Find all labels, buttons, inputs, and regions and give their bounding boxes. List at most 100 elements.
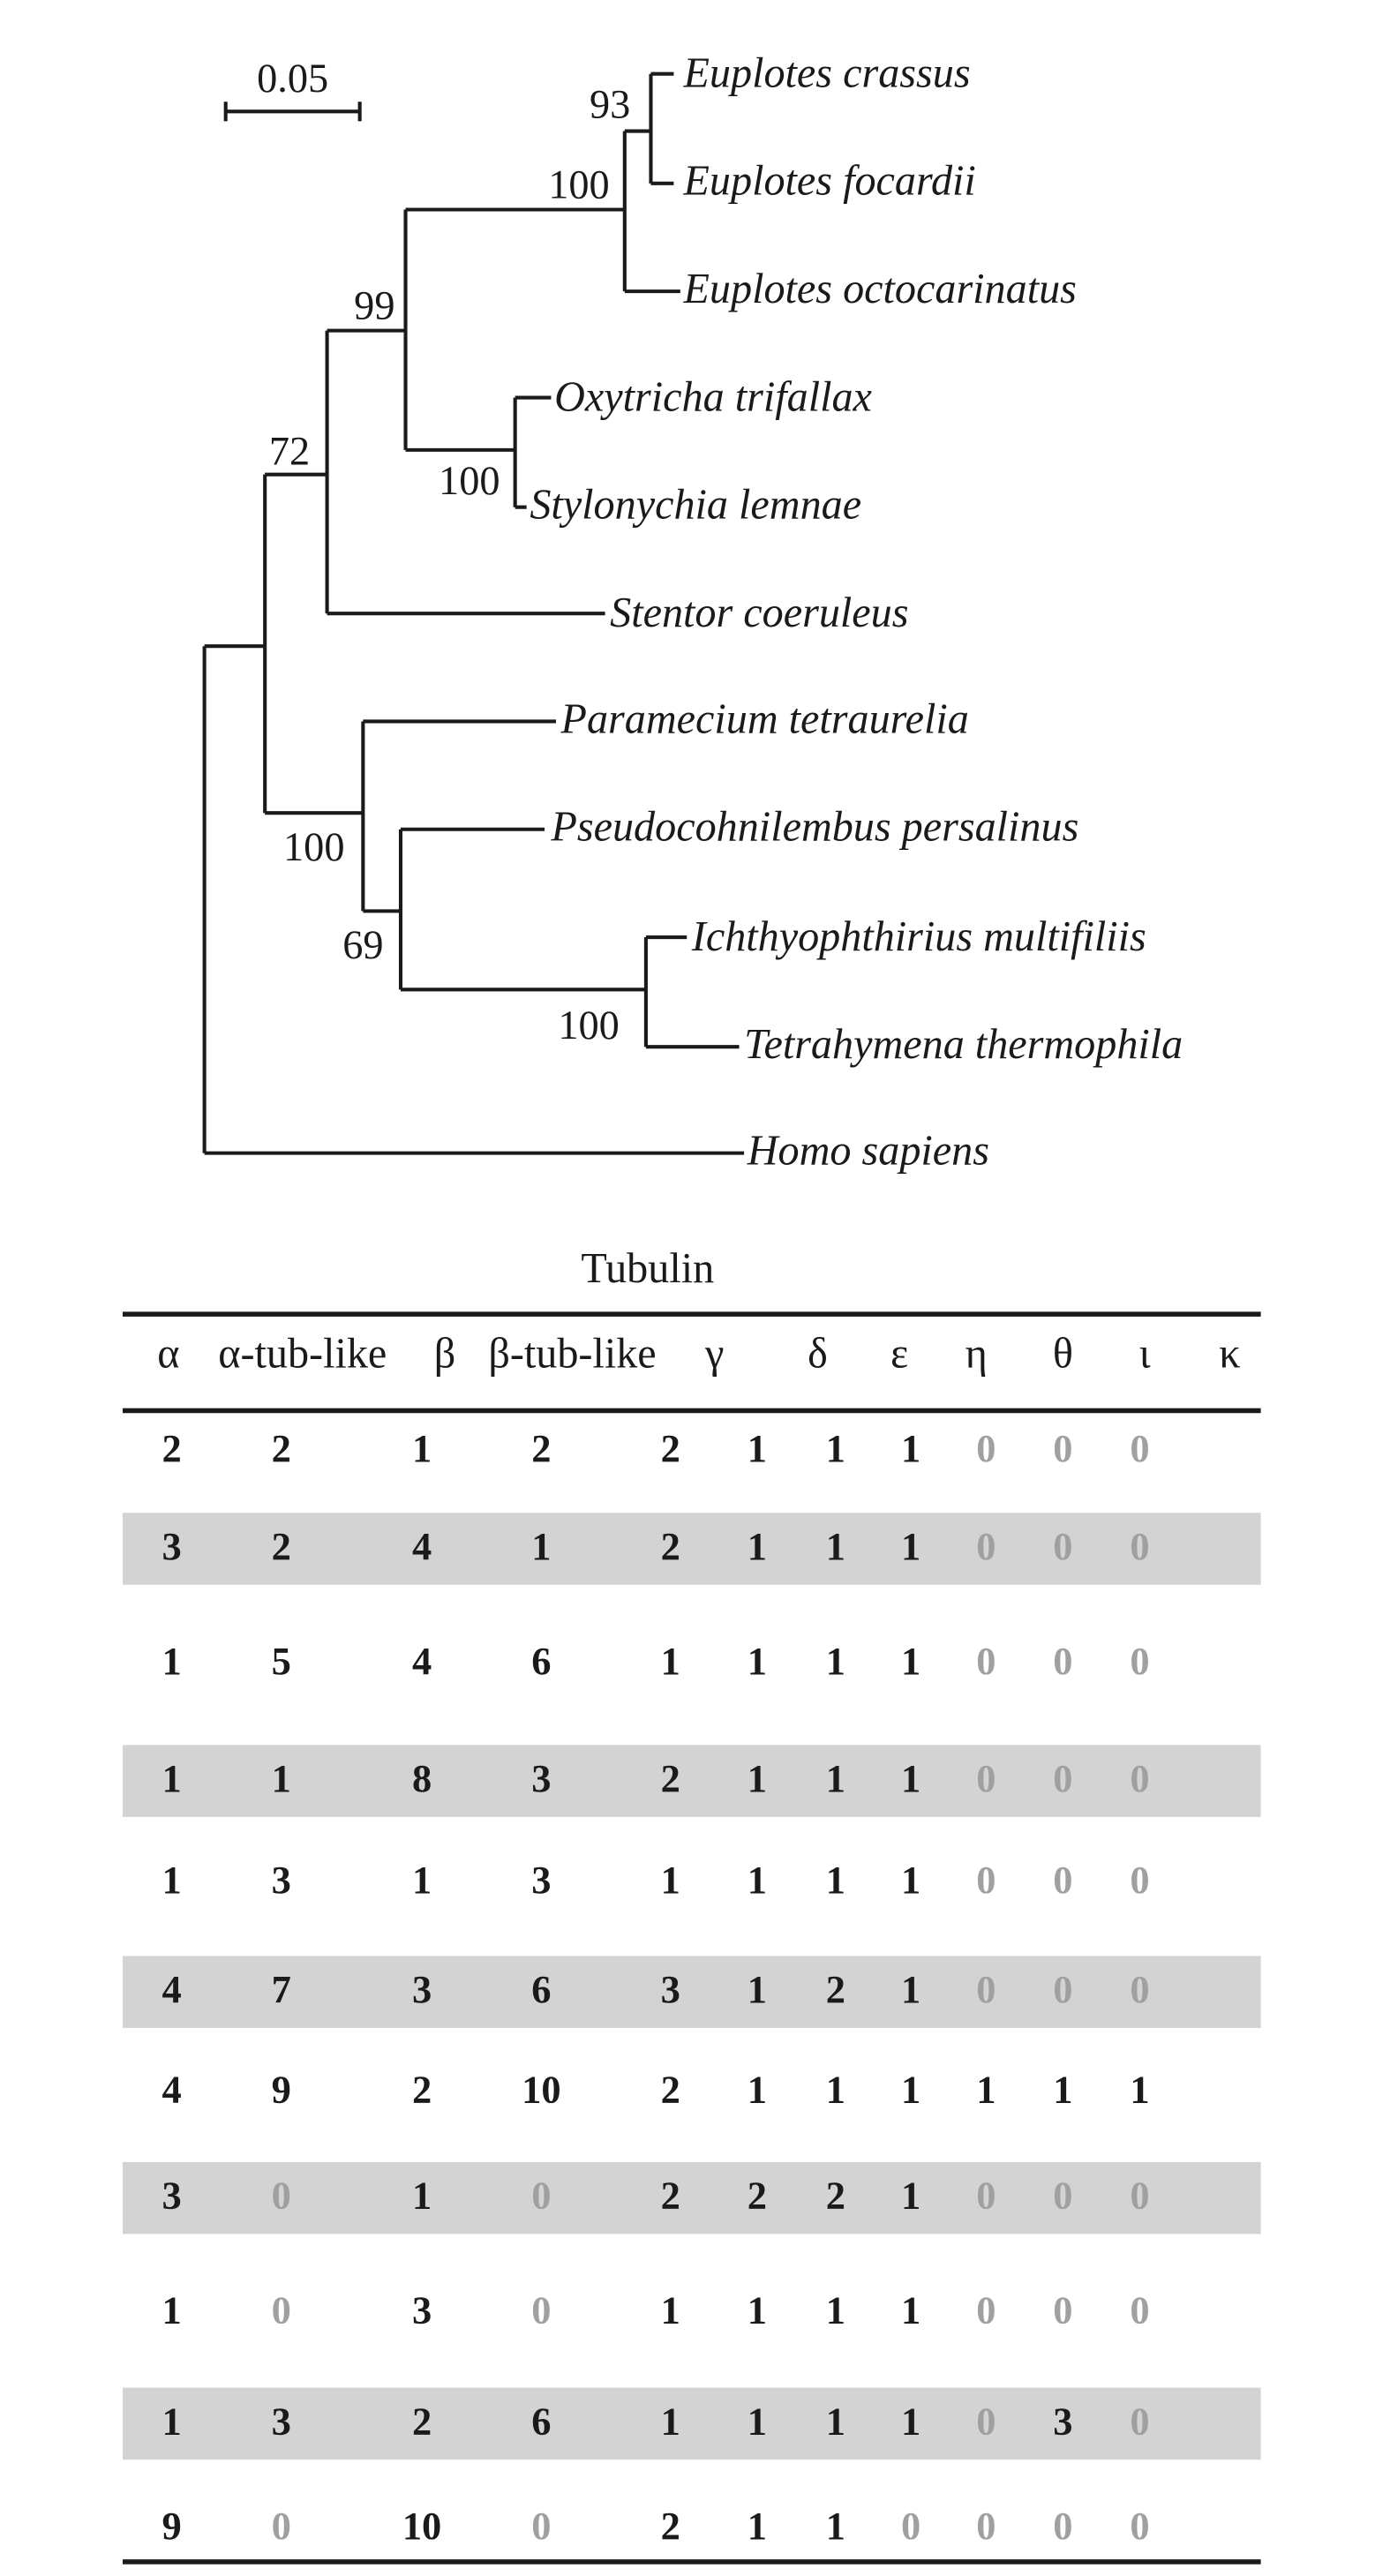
table-cell: 1	[1130, 2067, 1149, 2111]
row-band	[122, 2387, 1261, 2460]
column-header: β-tub-like	[488, 1330, 656, 1377]
table-cell: 3	[272, 1858, 291, 1902]
table-cell: 1	[826, 2399, 845, 2443]
table-cell: 1	[826, 2287, 845, 2332]
taxon-label: Pseudocohnilembus persalinus	[550, 804, 1078, 851]
table-cell: 1	[162, 1756, 181, 1800]
table-cell: 1	[748, 1426, 767, 1470]
table-cell: 1	[748, 1756, 767, 1800]
table-cell: 0	[1053, 1524, 1072, 1568]
column-header: ι	[1139, 1330, 1151, 1377]
table-cell: 4	[162, 1967, 181, 2011]
table-cell: 1	[826, 1426, 845, 1470]
table-cell: 1	[826, 2504, 845, 2548]
table-cell: 1	[826, 1639, 845, 1683]
table-cell: 1	[976, 2067, 996, 2111]
table-cell: 4	[162, 2067, 181, 2111]
table-cell: 0	[1130, 1426, 1149, 1470]
bootstrap-value: 100	[283, 825, 344, 870]
column-header: α	[157, 1330, 179, 1377]
table-cell: 0	[1053, 1426, 1072, 1470]
table-cell: 1	[901, 1524, 920, 1568]
table-cell: 4	[412, 1639, 432, 1683]
column-header: δ	[808, 1330, 828, 1377]
table-cell: 0	[976, 1756, 996, 1800]
table-cell: 0	[1130, 1756, 1149, 1800]
table-cell: 0	[1130, 2399, 1149, 2443]
table-cell: 0	[976, 2399, 996, 2443]
table-cell: 1	[162, 1639, 181, 1683]
table-cell: 0	[976, 1524, 996, 1568]
table-cell: 1	[412, 1426, 432, 1470]
table-cell: 1	[272, 1756, 291, 1800]
table-cell: 2	[748, 2174, 767, 2218]
row-band	[122, 1745, 1261, 1817]
table-cell: 3	[162, 2174, 181, 2218]
column-header: β	[434, 1330, 456, 1377]
table-cell: 0	[1053, 1967, 1072, 2011]
table-cell: 1	[661, 1639, 680, 1683]
table-cell: 0	[976, 1858, 996, 1902]
table-bottom-rule	[122, 2559, 1261, 2565]
table-cell: 0	[272, 2504, 291, 2548]
table-cell: 0	[531, 2504, 551, 2548]
table-cell: 1	[901, 1639, 920, 1683]
table-cell: 1	[162, 2399, 181, 2443]
table-cell: 1	[748, 1639, 767, 1683]
table-cell: 4	[412, 1524, 432, 1568]
table-cell: 10	[522, 2067, 560, 2111]
scale-bar: 0.05	[223, 56, 362, 122]
row-band	[122, 1956, 1261, 2028]
table-cell: 0	[976, 1639, 996, 1683]
table-cell: 1	[826, 2067, 845, 2111]
table-cell: 0	[531, 2287, 551, 2332]
taxon-label: Ichthyophthirius multifiliis	[691, 913, 1146, 960]
table-cell: 1	[901, 2287, 920, 2332]
table-cell: 0	[531, 2174, 551, 2218]
table-cell: 1	[826, 1756, 845, 1800]
taxon-label: Tetrahymena thermophila	[744, 1021, 1183, 1068]
table-cell: 0	[1130, 1967, 1149, 2011]
table-cell: 0	[1130, 1524, 1149, 1568]
bootstrap-value: 93	[590, 83, 630, 128]
table-cell: 1	[162, 1858, 181, 1902]
bootstrap-value: 72	[269, 430, 310, 475]
taxon-label: Paramecium tetraurelia	[560, 695, 969, 742]
table-cell: 3	[1053, 2399, 1072, 2443]
table-cell: 2	[661, 2067, 680, 2111]
table-cell: 1	[748, 1858, 767, 1902]
taxon-label: Stylonychia lemnae	[530, 482, 861, 529]
table-cell: 0	[272, 2287, 291, 2332]
table-cell: 1	[661, 1858, 680, 1902]
table-cell: 8	[412, 1756, 432, 1800]
table-cell: 1	[901, 2174, 920, 2218]
table-cell: 2	[412, 2067, 432, 2111]
table-cell: 3	[412, 1967, 432, 2011]
table-cell: 0	[1130, 2174, 1149, 2218]
table-cell: 1	[412, 1858, 432, 1902]
table-cell: 1	[748, 1967, 767, 2011]
table-cell: 3	[531, 1858, 551, 1902]
bootstrap-value: 100	[439, 459, 500, 504]
table-cell: 0	[976, 2287, 996, 2332]
bootstrap-value: 99	[354, 284, 394, 329]
table-cell: 1	[901, 2399, 920, 2443]
row-band	[122, 1513, 1261, 1585]
table-cell: 0	[976, 2174, 996, 2218]
table-cell: 2	[826, 1967, 845, 2011]
table-cell: 0	[1053, 1639, 1072, 1683]
table-cell: 0	[1053, 2504, 1072, 2548]
table-cell: 1	[901, 1426, 920, 1470]
scale-bar-label: 0.05	[257, 56, 328, 101]
table-cell: 0	[1130, 2504, 1149, 2548]
table-cell: 0	[272, 2174, 291, 2218]
table-cell: 3	[162, 1524, 181, 1568]
table-title: Tubulin	[581, 1245, 714, 1292]
